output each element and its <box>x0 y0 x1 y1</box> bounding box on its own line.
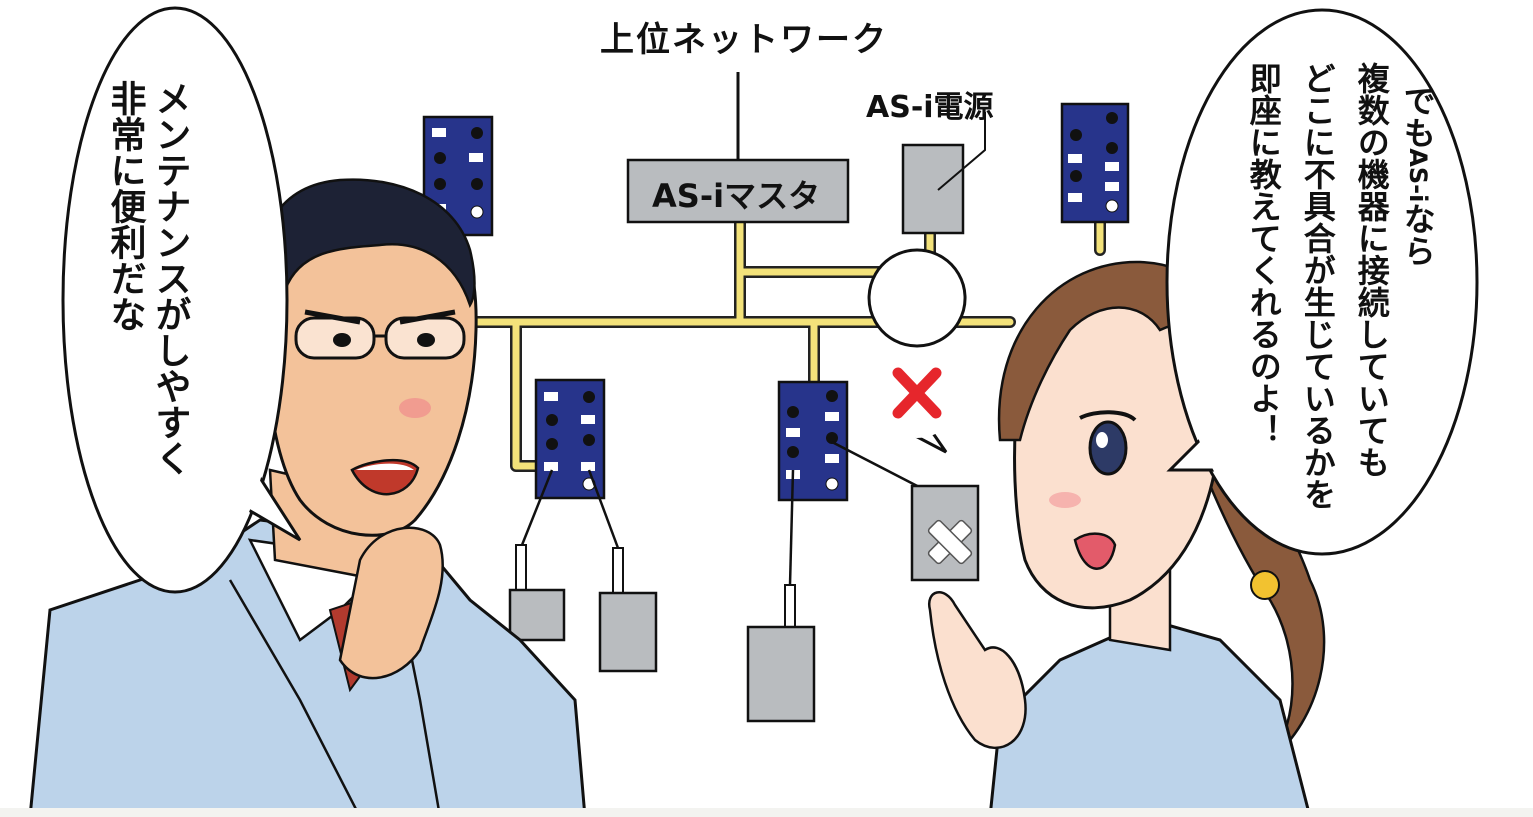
bottom-border <box>0 808 1533 817</box>
woman-speech-line-3: どこに不具合が生じているかを <box>1298 62 1337 510</box>
asi-master-label: AS-iマスタ <box>652 177 821 215</box>
error-bubble <box>867 248 967 454</box>
asi-power-supply <box>901 143 965 235</box>
faulty-device <box>910 484 980 582</box>
io-module-top-right <box>1060 102 1130 224</box>
speech-bubble-woman <box>1165 8 1479 556</box>
woman-speech-nara: なら <box>1398 202 1437 267</box>
woman-speech-line-2: 複数の機器に接続していても <box>1352 62 1391 478</box>
woman-speech-asi-term: AS-i <box>1403 148 1432 203</box>
network-diagram <box>422 72 1130 723</box>
sensor-device-bottom <box>746 584 816 723</box>
woman-speech-line-1: でもAS-iなら <box>1398 62 1474 266</box>
speech-bubble-man <box>61 6 302 594</box>
sensor-device-left <box>508 544 566 642</box>
asi-power-label: AS-i電源 <box>866 90 994 125</box>
man-speech-line-2: 非常に便利だな <box>104 80 146 332</box>
io-module-lower-center <box>777 380 849 502</box>
sensor-device-middle <box>598 547 658 673</box>
asi-master-box <box>626 158 850 224</box>
device-cables <box>520 440 926 586</box>
woman-speech-de-mo: でも <box>1398 84 1437 149</box>
power-leader-line <box>937 112 986 191</box>
upper-network-label: 上位ネットワーク <box>600 20 888 60</box>
woman-speech-line-4: 即座に教えてくれるのよ！ <box>1244 62 1283 446</box>
man-speech-line-1: メンテナンスがしやすく <box>149 80 191 476</box>
